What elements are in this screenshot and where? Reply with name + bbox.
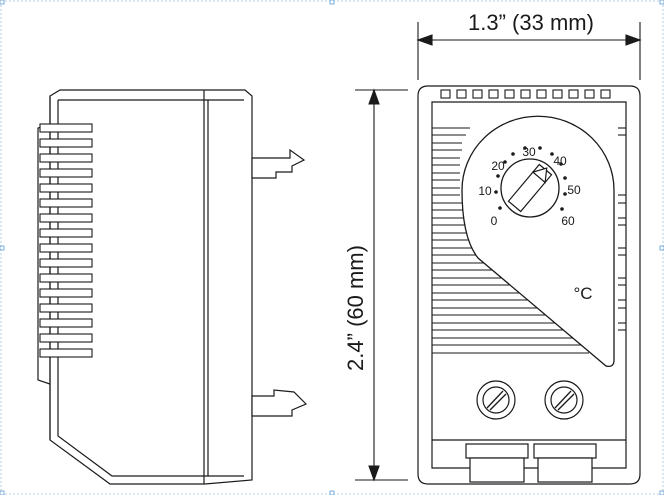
height-dimension-label: 2.4” (60 mm) bbox=[343, 245, 368, 371]
dial-label-10: 10 bbox=[478, 184, 492, 198]
terminal-screw-right[interactable] bbox=[544, 380, 584, 420]
side-vents bbox=[39, 123, 93, 358]
top-vent-slots bbox=[440, 89, 611, 99]
width-dimension-label: 1.3” (33 mm) bbox=[468, 10, 594, 35]
dial-label-20: 20 bbox=[491, 159, 505, 173]
terminal-openings bbox=[465, 443, 597, 483]
terminal-screw-left[interactable] bbox=[476, 380, 516, 420]
temperature-unit-label: °C bbox=[573, 284, 592, 303]
dial-label-50: 50 bbox=[567, 183, 581, 197]
width-dimension bbox=[416, 22, 642, 80]
temperature-dial-knob[interactable] bbox=[500, 158, 560, 218]
din-rail-clip-top bbox=[251, 148, 306, 179]
height-dimension bbox=[355, 88, 408, 482]
dial-panel bbox=[461, 115, 615, 368]
din-rail-clip-bottom bbox=[251, 389, 308, 417]
dial-label-60: 60 bbox=[561, 214, 575, 228]
dial-label-40: 40 bbox=[553, 154, 567, 168]
side-view bbox=[37, 89, 253, 485]
dial-label-30: 30 bbox=[522, 145, 536, 159]
dial-scale-dots bbox=[494, 146, 567, 211]
dial-label-0: 0 bbox=[491, 214, 498, 228]
